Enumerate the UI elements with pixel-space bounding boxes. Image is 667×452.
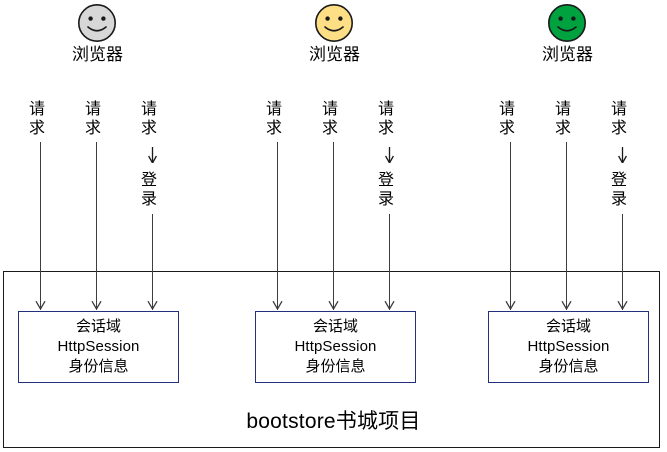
- arrow-head-down-icon: [35, 300, 46, 309]
- request-label: 请求: [140, 101, 157, 137]
- session-box-line-identity: 身份信息: [68, 358, 129, 375]
- arrow-head-down-icon: [272, 300, 283, 309]
- arrow-head-down-icon: [505, 300, 516, 309]
- session-box-line-identity: 身份信息: [538, 358, 599, 375]
- arrow-head-down-icon: [561, 300, 572, 309]
- session-box-line-scope: 会话域: [312, 318, 358, 335]
- client-group-2: 浏览器 请求 请求 请求 登录 会话域 HttpSession 身份信息: [237, 0, 459, 452]
- arrow-head-down-icon: [617, 300, 628, 309]
- request-label: 请求: [498, 101, 515, 137]
- request-flow-line: [566, 142, 568, 310]
- arrow-head-down-icon: [147, 300, 158, 309]
- request-label: 请求: [554, 101, 571, 137]
- request-flow-line: [152, 214, 154, 310]
- session-box-line-identity: 身份信息: [305, 358, 366, 375]
- request-label: 请求: [610, 101, 627, 137]
- session-box-line-httpsession: HttpSession: [57, 338, 140, 355]
- request-label: 请求: [265, 101, 282, 137]
- arrow-head-down-icon: [384, 147, 395, 163]
- request-flow-line: [96, 142, 98, 310]
- request-flow-line: [277, 142, 279, 310]
- request-flow-line: [389, 214, 391, 310]
- session-box: 会话域 HttpSession 身份信息: [255, 311, 416, 383]
- project-title-label: bootstore书城项目: [246, 410, 421, 433]
- session-box: 会话域 HttpSession 身份信息: [488, 311, 649, 383]
- request-label: 请求: [28, 101, 45, 137]
- request-flow-line: [622, 214, 624, 310]
- session-box: 会话域 HttpSession 身份信息: [18, 311, 179, 383]
- request-flow-line: [40, 142, 42, 310]
- project-container-boundary: [3, 271, 660, 448]
- request-flow-line: [510, 142, 512, 310]
- request-flow-line: [333, 142, 335, 310]
- client-group-3: 浏览器 请求 请求 请求 登录 会话域 HttpSession 身份信息: [470, 0, 667, 452]
- session-box-line-scope: 会话域: [545, 318, 591, 335]
- arrow-head-down-icon: [147, 147, 158, 163]
- login-label: 登录: [377, 172, 394, 208]
- arrow-head-down-icon: [91, 300, 102, 309]
- login-label: 登录: [140, 172, 157, 208]
- session-box-line-httpsession: HttpSession: [294, 338, 377, 355]
- login-label: 登录: [610, 172, 627, 208]
- request-label: 请求: [321, 101, 338, 137]
- actor-label-browser: 浏览器: [542, 45, 593, 64]
- arrow-head-down-icon: [617, 147, 628, 163]
- request-label: 请求: [84, 101, 101, 137]
- arrow-head-down-icon: [328, 300, 339, 309]
- session-box-line-scope: 会话域: [75, 318, 121, 335]
- smiley-face-icon: [77, 3, 117, 43]
- session-box-line-httpsession: HttpSession: [527, 338, 610, 355]
- smiley-face-icon: [547, 3, 587, 43]
- actor-label-browser: 浏览器: [72, 45, 123, 64]
- actor-label-browser: 浏览器: [309, 45, 360, 64]
- arrow-head-down-icon: [384, 300, 395, 309]
- client-group-1: 浏览器 请求 请求 请求 登录 会话域 HttpSession 身份信息: [0, 0, 222, 452]
- request-label: 请求: [377, 101, 394, 137]
- smiley-face-icon: [314, 3, 354, 43]
